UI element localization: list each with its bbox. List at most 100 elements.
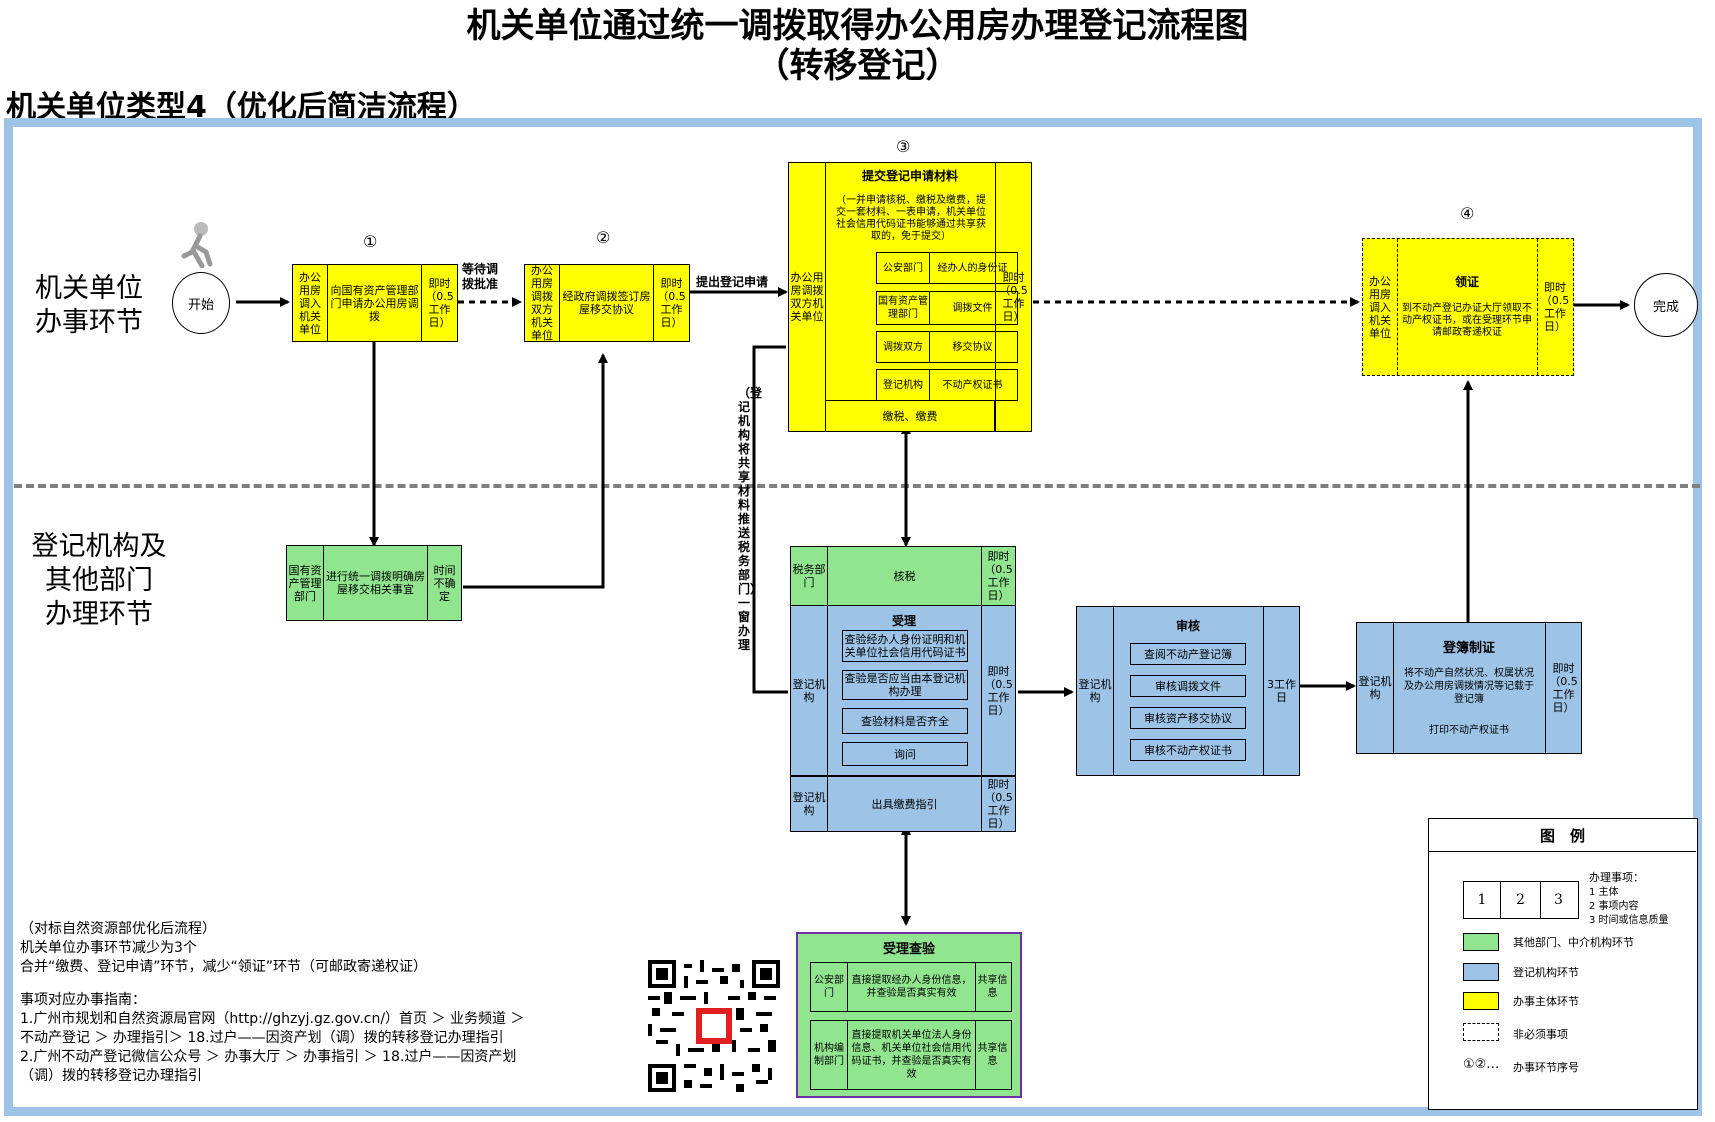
step4-main: 领证 到不动产登记办证大厅领取不动产权证书，或在受理环节申请邮政寄递权证: [1397, 239, 1537, 375]
accept-item-4: 询问: [842, 742, 968, 766]
verify-title: 受理查验: [882, 942, 935, 957]
register-box: 登记机构 登簿制证 将不动产自然状况、权属状况及办公用房调拨情况等记载于登记簿 …: [1356, 622, 1582, 754]
register-subject: 登记机构: [1358, 675, 1392, 701]
legend-item-3: 3 时间或信息质量: [1589, 915, 1669, 926]
green-time: 时间不确定: [427, 546, 461, 620]
verify-row-1: 公安部门 直接提取经办人身份信息，并查验是否真实有效 共享信息: [810, 962, 1012, 1012]
lane-label-bottom: 登记机构及 其他部门 办理环节: [31, 531, 167, 630]
note-line-8: 2.广州不动产登记微信公众号 ＞ 办事大厅 ＞ 办事指引 ＞ 18.过户——因资…: [20, 1049, 517, 1065]
accept-time: 即时（0.5工作日）: [981, 606, 1015, 775]
step1-time: 即时（0.5工作日）: [421, 265, 457, 341]
legend-seq-symbol: ①②…: [1463, 1057, 1500, 1072]
step3-main: 提交登记申请材料 （一并申请核税、缴税及缴费，提交一套材料、一表申请，机关单位社…: [825, 163, 1018, 431]
note-line-3: 合并“缴费、登记申请”环节，减少“领证”环节（可邮政寄递权证）: [20, 959, 428, 975]
legend-dashed: 非必须事项: [1513, 1028, 1568, 1041]
step2-subject: 办公用房调拨双方机关单位: [531, 264, 553, 342]
step1-box: 办公用房调入机关单位 向国有资产管理部门申请办公用房调拨 即时（0.5工作日）: [292, 264, 458, 342]
step-number-2: ②: [596, 228, 611, 247]
step4-subject: 办公用房调入机关单位: [1369, 274, 1391, 340]
fee-box: 登记机构 出具缴费指引 即时（0.5工作日）: [790, 776, 1016, 832]
notes: （对标自然资源部优化后流程） 机关单位办事环节减少为3个 合并“缴费、登记申请”…: [20, 920, 620, 1086]
legend-item-2: 2 事项内容: [1589, 901, 1639, 912]
note-line-2: 机关单位办事环节减少为3个: [20, 940, 197, 956]
step3-time: 即时（0.5工作日）: [995, 163, 1031, 431]
legend-blue: 登记机构环节: [1513, 966, 1579, 979]
step2-box: 办公用房调拨双方机关单位 经政府调拨签订房屋移交协议 即时（0.5工作日）: [524, 264, 690, 342]
review-title: 审核: [1175, 619, 1200, 633]
register-content2: 打印不动产权证书: [1429, 725, 1509, 736]
legend-swatch-blue: [1463, 963, 1499, 981]
step3-item-4: 登记机构 不动产权证书: [876, 369, 1018, 401]
diagram-frame: [4, 118, 1702, 1116]
accept-title: 受理: [891, 614, 916, 628]
label-push: （登记机构将共享材料推送税务部门）一窗办理: [738, 386, 763, 652]
legend-green: 其他部门、中介机构环节: [1513, 936, 1634, 949]
tax-box: 税务部门 核税 即时（0.5工作日）: [790, 546, 1016, 606]
step3-item-2: 国有资产管理部门 调拨文件: [876, 291, 1018, 325]
step-number-3: ③: [896, 137, 911, 156]
accept-main: 受理 查验经办人身份证明和机关单位社会信用代码证书 查验是否应当由本登记机构办理…: [827, 606, 981, 775]
green-subject: 国有资产管理部门: [288, 563, 322, 603]
legend-item-1: 1 主体: [1589, 887, 1619, 898]
note-line-9: （调）拨的转移登记办理指引: [20, 1068, 202, 1084]
lane-divider: [14, 484, 1700, 488]
tax-subject: 税务部门: [792, 563, 826, 589]
accept-subject: 登记机构: [792, 677, 826, 704]
accept-item-3: 查验材料是否齐全: [842, 708, 968, 734]
legend-cells: 1 2 3: [1463, 881, 1579, 919]
fee-content: 出具缴费指引: [827, 777, 981, 831]
review-box: 登记机构 审核 查阅不动产登记簿 审核调拨文件 审核资产移交协议 审核不动产权证…: [1076, 606, 1300, 776]
note-line-5: 事项对应办事指南：: [20, 992, 146, 1008]
review-time: 3工作日: [1263, 607, 1299, 775]
step4-title: 领证: [1454, 275, 1479, 289]
register-time: 即时（0.5工作日）: [1545, 623, 1581, 753]
green-box: 国有资产管理部门 进行统一调拨明确房屋移交相关事宜 时间不确定: [286, 545, 462, 621]
step2-time: 即时（0.5工作日）: [653, 265, 689, 341]
step3-title: 提交登记申请材料: [861, 169, 958, 183]
note-spacer: [20, 977, 620, 991]
accept-item-1: 查验经办人身份证明和机关单位社会信用代码证书: [842, 630, 968, 662]
step3-box: 办公用房调拨双方机关单位 提交登记申请材料 （一并申请核税、缴税及缴费，提交一套…: [788, 162, 1032, 432]
tax-content: 核税: [827, 547, 981, 605]
step3-item-3: 调拨双方 移交协议: [876, 331, 1018, 363]
page-title: 机关单位通过统一调拨取得办公用房办理登记流程图: [466, 6, 1249, 46]
step3-subject: 办公用房调拨双方机关单位: [790, 271, 824, 323]
qr-code: [648, 960, 780, 1092]
step3-bottom: 缴税、缴费: [825, 400, 995, 431]
step1-content: 向国有资产管理部门申请办公用房调拨: [327, 265, 421, 341]
legend-swatch-dashed: [1463, 1023, 1499, 1041]
accept-box: 登记机构 受理 查验经办人身份证明和机关单位社会信用代码证书 查验是否应当由本登…: [790, 606, 1016, 776]
green-content: 进行统一调拨明确房屋移交相关事宜: [323, 546, 427, 620]
review-subject: 登记机构: [1078, 678, 1112, 704]
note-line-7: 不动产登记 ＞ 办理指引＞ 18.过户——因资产划（调）拨的转移登记办理指引: [20, 1030, 504, 1046]
fee-subject: 登记机构: [792, 791, 826, 817]
step1-subject: 办公用房调入机关单位: [299, 270, 321, 336]
label-wait: 等待调拨批准: [462, 262, 499, 291]
step-number-4: ④: [1460, 204, 1475, 223]
register-main: 登簿制证 将不动产自然状况、权属状况及办公用房调拨情况等记载于登记簿 打印不动产…: [1393, 623, 1545, 753]
verify-row-2: 机构编制部门 直接提取机关单位法人身份信息、机关单位社会信用代码证书，并查验是否…: [810, 1020, 1012, 1090]
review-item-4: 审核不动产权证书: [1130, 739, 1246, 761]
step4-box: 办公用房调入机关单位 领证 到不动产登记办证大厅领取不动产权证书，或在受理环节申…: [1362, 238, 1574, 376]
register-title: 登簿制证: [1442, 641, 1495, 656]
step3-item-1: 公安部门 经办人的身份证: [876, 252, 1018, 284]
step2-content: 经政府调拨签订房屋移交协议: [559, 265, 653, 341]
legend-items-title: 办理事项：: [1589, 871, 1644, 884]
fee-time: 即时（0.5工作日）: [981, 777, 1015, 831]
register-content: 将不动产自然状况、权属状况及办公用房调拨情况等记载于登记簿: [1404, 668, 1534, 705]
legend-swatch-yellow: [1463, 992, 1499, 1010]
review-item-2: 审核调拨文件: [1130, 675, 1246, 697]
page-title-sub: （转移登记）: [755, 46, 960, 86]
lane-label-top: 机关单位 办事环节: [35, 273, 143, 338]
review-main: 审核 查阅不动产登记簿 审核调拨文件 审核资产移交协议 审核不动产权证书: [1113, 607, 1263, 775]
accept-item-2: 查验是否应当由本登记机构办理: [842, 670, 968, 700]
legend-yellow: 办事主体环节: [1513, 995, 1579, 1008]
step4-time: 即时（0.5工作日）: [1537, 239, 1572, 375]
runner-icon: [180, 222, 216, 269]
legend-title: 图 例: [1429, 819, 1696, 852]
review-item-3: 审核资产移交协议: [1130, 707, 1246, 729]
step4-content: 到不动产登记办证大厅领取不动产权证书，或在受理环节申请邮政寄递权证: [1402, 303, 1532, 338]
step-number-1: ①: [363, 232, 378, 251]
legend-seq: 办事环节序号: [1513, 1061, 1579, 1074]
